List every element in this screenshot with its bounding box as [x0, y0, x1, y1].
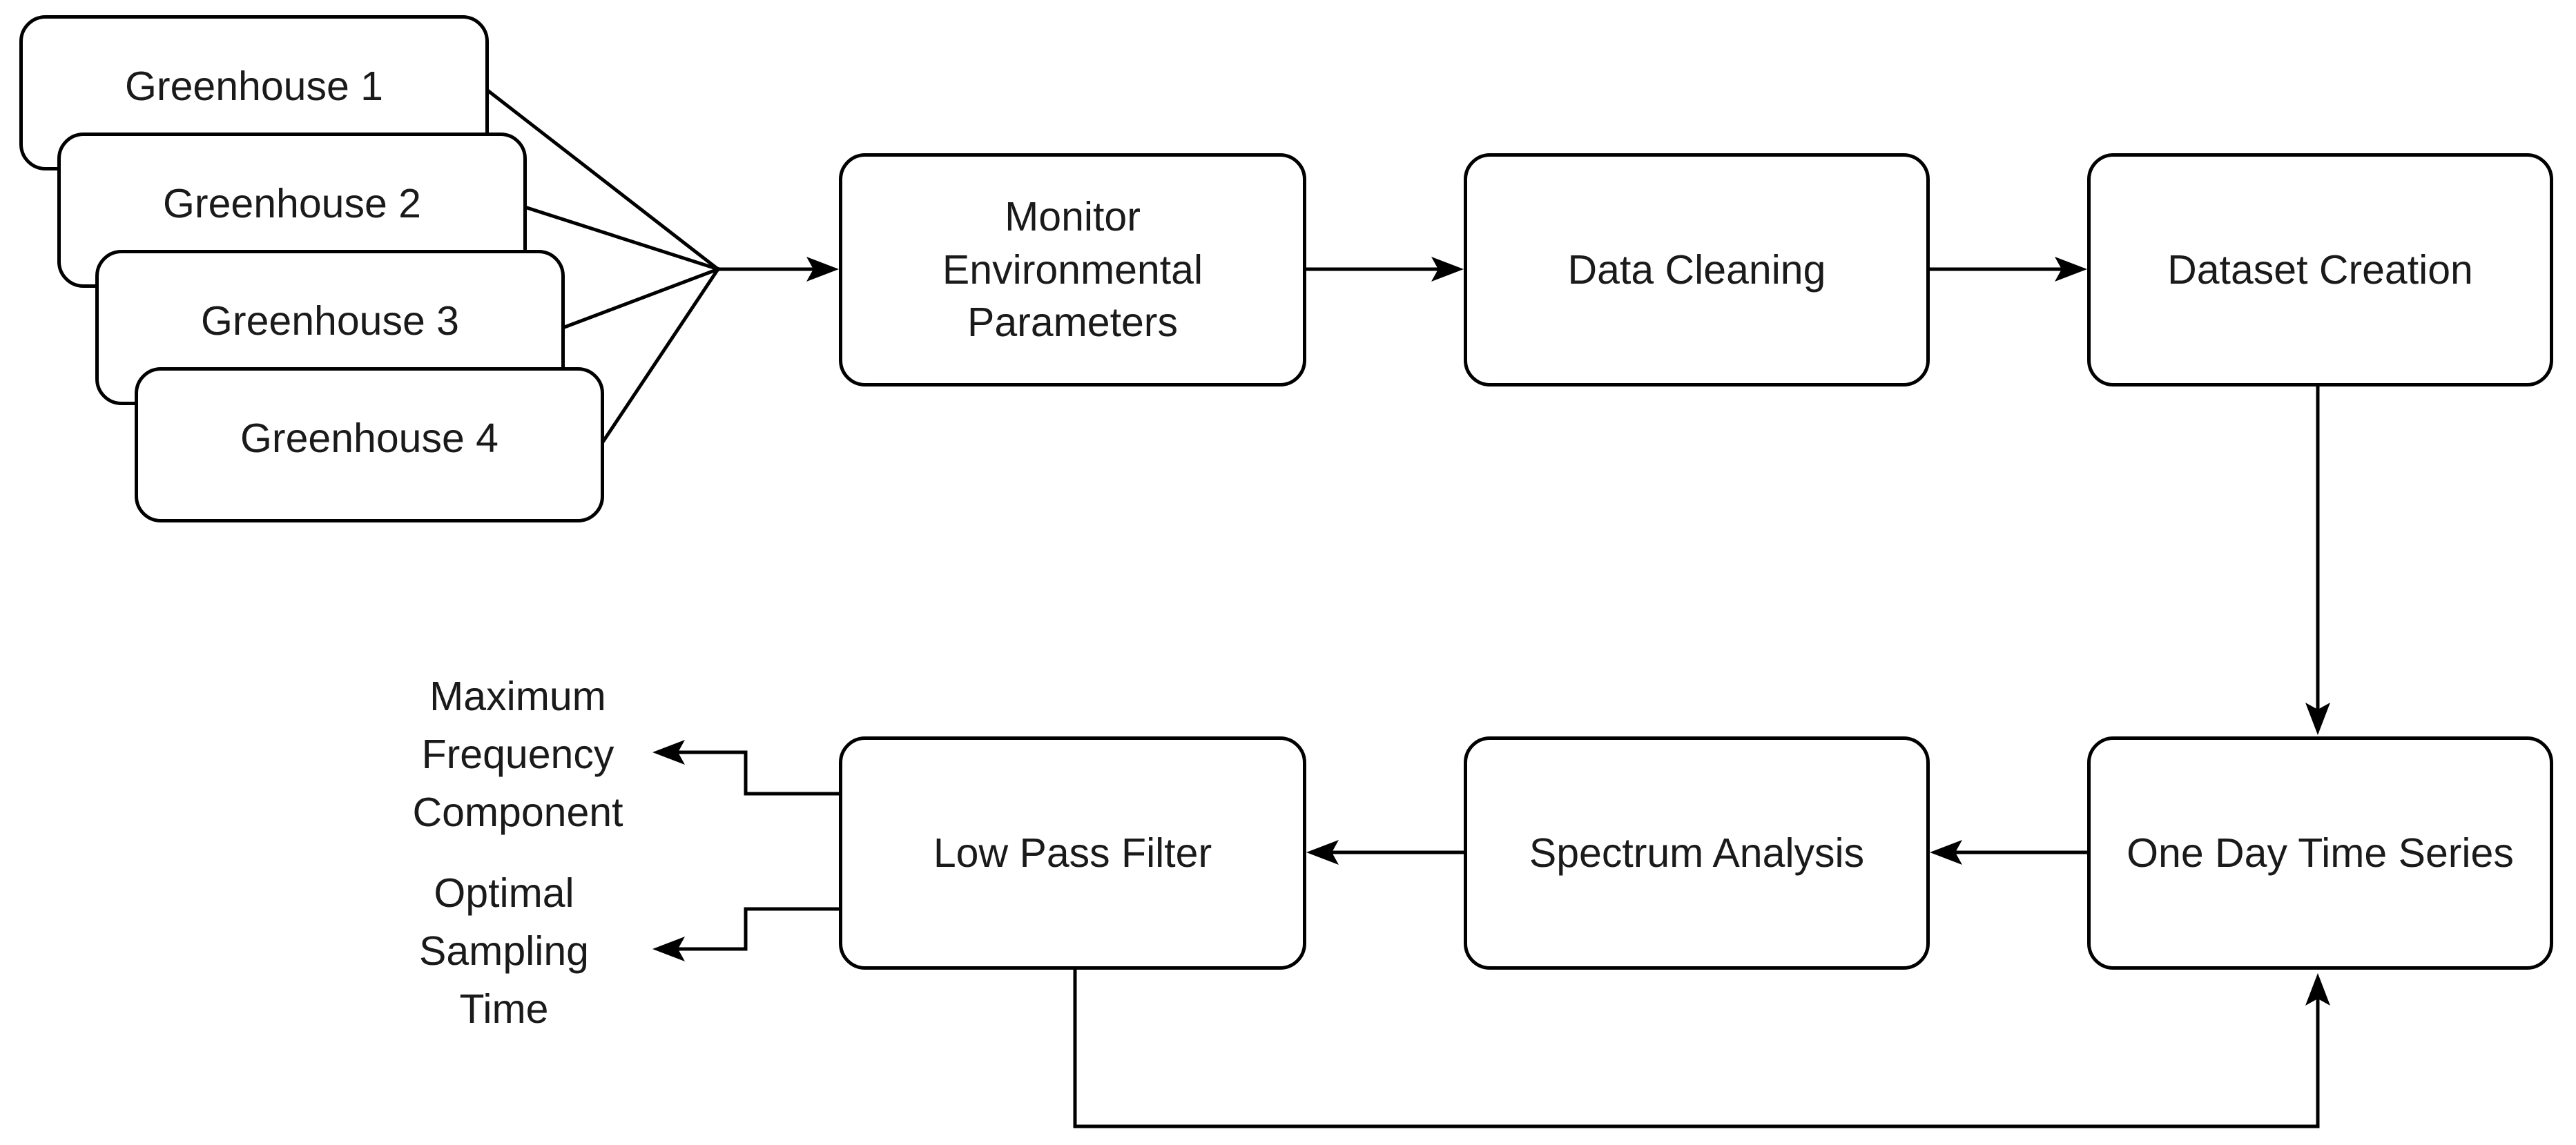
max-frequency-line1: Maximum [429, 674, 606, 719]
time-series-box: One Day Time Series [2087, 736, 2553, 970]
arrowhead-sampling [652, 937, 685, 961]
optimal-sampling-line2: Sampling [419, 928, 589, 974]
spectrum-analysis-label: Spectrum Analysis [1529, 830, 1865, 876]
dataset-creation-label: Dataset Creation [2167, 246, 2473, 293]
optimal-sampling-output: Optimal Sampling Time [394, 865, 614, 1038]
connector-greenhouse-2 [522, 204, 721, 272]
connector-lowpass-to-sampling [664, 907, 841, 951]
max-frequency-line2: Frequency [421, 731, 614, 777]
optimal-sampling-line3: Time [459, 986, 549, 1032]
data-cleaning-label: Data Cleaning [1567, 246, 1826, 293]
monitor-box: Monitor Environmental Parameters [839, 153, 1306, 386]
arrowhead-dataset [2055, 257, 2087, 282]
monitor-label-line2: Environmental [942, 246, 1203, 293]
low-pass-filter-box: Low Pass Filter [839, 736, 1306, 970]
arrowhead-lowpass [1306, 840, 1339, 865]
greenhouse-2-label: Greenhouse 2 [163, 181, 421, 226]
arrowhead-spectrum [1930, 840, 1962, 865]
greenhouse-4-label: Greenhouse 4 [240, 415, 498, 461]
max-frequency-line3: Component [412, 789, 623, 835]
arrowhead-timeseries [2305, 703, 2330, 735]
connector-lowpass-to-maxfreq [664, 750, 841, 796]
monitor-label-line1: Monitor [1005, 193, 1141, 239]
optimal-sampling-line1: Optimal [434, 870, 574, 916]
greenhouse-3-label: Greenhouse 3 [201, 298, 459, 344]
spectrum-analysis-box: Spectrum Analysis [1464, 736, 1930, 970]
data-cleaning-box: Data Cleaning [1464, 153, 1930, 386]
low-pass-filter-label: Low Pass Filter [933, 830, 1212, 876]
time-series-label: One Day Time Series [2127, 830, 2514, 876]
arrowhead-maxfreq [652, 740, 685, 765]
connector-lowpass-feedback [1073, 969, 2320, 1128]
max-frequency-output: Maximum Frequency Component [387, 668, 649, 841]
connector-greenhouse-1 [484, 87, 721, 272]
connector-greenhouse-4 [598, 266, 721, 448]
greenhouse-4-box: Greenhouse 4 [135, 367, 604, 522]
arrowhead-monitor [806, 257, 839, 282]
connector-greenhouse-3 [560, 266, 721, 331]
dataset-creation-box: Dataset Creation [2087, 153, 2553, 386]
greenhouse-1-label: Greenhouse 1 [125, 63, 383, 109]
monitor-label-line3: Parameters [967, 300, 1178, 346]
arrowhead-cleaning [1431, 257, 1464, 282]
arrowhead-feedback [2305, 973, 2330, 1006]
